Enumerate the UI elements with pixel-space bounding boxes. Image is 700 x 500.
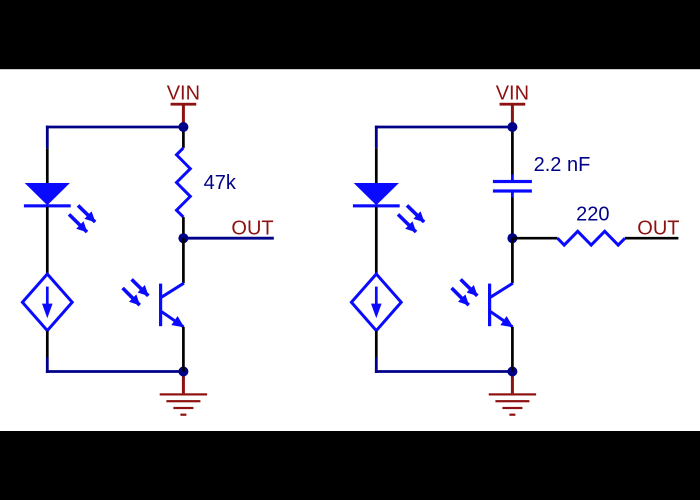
svg-text:VIN: VIN: [167, 83, 200, 105]
svg-text:OUT: OUT: [231, 217, 273, 239]
svg-text:VIN: VIN: [496, 83, 529, 105]
svg-text:220: 220: [576, 204, 609, 226]
svg-text:OUT: OUT: [637, 218, 679, 240]
svg-text:2.2 nF: 2.2 nF: [534, 154, 591, 176]
svg-text:47k: 47k: [204, 172, 237, 194]
